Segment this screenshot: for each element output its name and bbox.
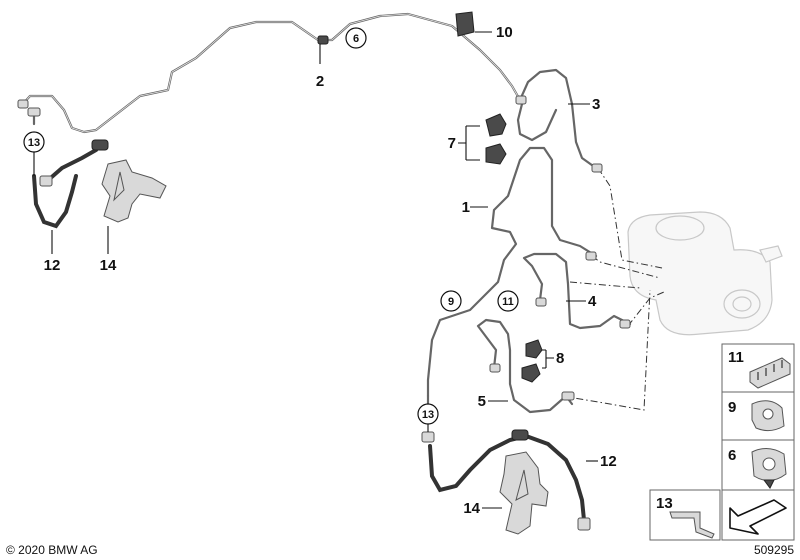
copyright-text: © 2020 BMW AG <box>6 543 98 557</box>
callout-1: 1 <box>462 199 470 216</box>
callout-12-bottom: 12 <box>600 453 617 470</box>
callout-6: 6 <box>353 33 359 45</box>
callout-7: 7 <box>448 135 456 152</box>
brake-booster-ghost <box>627 211 783 336</box>
legend-label-6: 6 <box>728 447 736 464</box>
legend-panel-6: 6 <box>721 439 795 491</box>
callout-9: 9 <box>448 296 454 308</box>
callout-4: 4 <box>588 293 597 310</box>
leader-lines <box>33 31 598 509</box>
legend-panel-9: 9 <box>721 391 795 441</box>
callout-14-bottom: 14 <box>463 500 480 517</box>
callout-13-left: 13 <box>28 137 40 149</box>
brake-pipe-4 <box>522 252 632 330</box>
callout-5: 5 <box>478 393 486 410</box>
callout-2: 2 <box>316 73 324 90</box>
legend-panel-11: 11 <box>721 343 795 393</box>
holder-8 <box>521 339 543 383</box>
callout-8: 8 <box>556 350 564 367</box>
legend-label-9: 9 <box>728 399 736 416</box>
callout-12-left: 12 <box>44 257 61 274</box>
callout-11: 11 <box>502 296 514 308</box>
legend-panel-13: 13 <box>649 489 721 541</box>
legend-panel-arrow <box>721 489 795 541</box>
brake-pipe-1 <box>426 146 598 398</box>
legend-label-11: 11 <box>728 349 744 366</box>
brake-pipe-3 <box>515 68 603 173</box>
callout-10: 10 <box>496 24 513 41</box>
diagram-number: 509295 <box>754 543 794 557</box>
brake-pipe-2 <box>17 12 522 134</box>
bracket-14-left <box>101 159 167 223</box>
holder-7 <box>485 113 507 165</box>
brake-pipe-5 <box>476 318 575 414</box>
circled-callouts <box>23 27 519 425</box>
brake-hose-12-left <box>27 107 109 229</box>
bracket-14-bottom <box>499 451 549 535</box>
callout-14-left: 14 <box>100 257 117 274</box>
legend-label-13: 13 <box>656 495 673 512</box>
callout-3: 3 <box>592 96 600 113</box>
part-10-pad <box>455 11 475 37</box>
callout-13-bottom: 13 <box>422 409 434 421</box>
